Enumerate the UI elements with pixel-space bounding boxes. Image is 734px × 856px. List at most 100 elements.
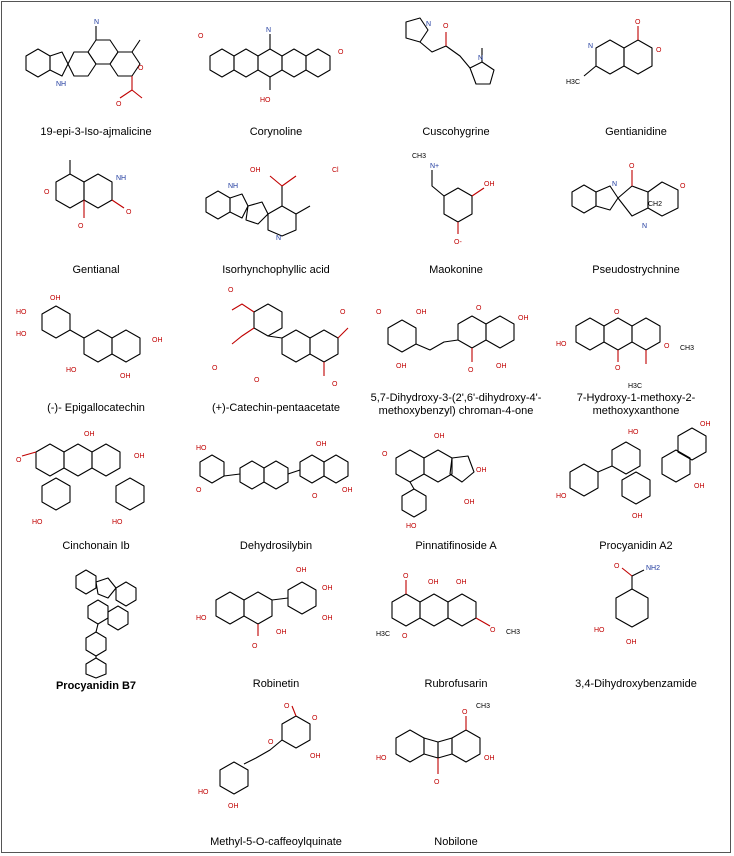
ch3-atom-label: CH3 <box>476 703 490 710</box>
compound-name: Nobilone <box>434 836 478 848</box>
o-atom-label: O <box>252 643 258 650</box>
compound-name: 5,7-Dihydroxy-3-(2',6'-dihydroxy-4'-meth… <box>370 392 542 417</box>
compound-cell: O OH OH O O OH OH 5,7-Dihydroxy-3-(2',6'… <box>366 280 546 417</box>
compound-name: Maokonine <box>429 264 483 276</box>
compound-cell: NH N OH Cl Isorhynchophyllic acid <box>186 142 366 277</box>
compound-name: 19-epi-3-Iso-ajmalicine <box>40 126 152 138</box>
ho-atom-label: HO <box>16 309 27 316</box>
oh-atom-label: OH <box>484 755 495 762</box>
compound-cell: O NH O O Gentianal <box>6 142 186 277</box>
oh-atom-label: OH <box>322 615 333 622</box>
ch3-atom-label: CH3 <box>506 629 520 636</box>
ho-atom-label: HO <box>112 519 123 526</box>
n-atom-label: N <box>478 55 483 62</box>
compound-name: Cinchonain Ib <box>62 540 130 552</box>
h3c-atom-label: H3C <box>628 383 642 390</box>
compound-name: Isorhynchophyllic acid <box>222 264 330 276</box>
oh-atom-label: OH <box>456 579 467 586</box>
oh-atom-label: OH <box>310 753 321 760</box>
compound-name: (-)- Epigallocatechin <box>47 402 145 414</box>
compound-name: Robinetin <box>252 678 300 690</box>
n-atom-label: N <box>266 27 271 34</box>
n-atom-label: N <box>588 43 593 50</box>
compound-name: Procyanidin A2 <box>599 540 673 552</box>
oh-atom-label: OH <box>632 513 643 520</box>
ho-atom-label: HO <box>556 493 567 500</box>
o-atom-label: O <box>44 189 50 196</box>
o-atom-label: O <box>490 627 496 634</box>
cl-atom-label: Cl <box>332 167 339 174</box>
h3c-atom-label: H3C <box>376 631 390 638</box>
compound-cell: O OH OH O H3C O CH3 Rubrofusarin <box>366 556 546 691</box>
compound-cell: N O O H3C Gentianidine <box>546 4 726 139</box>
compound-name: 3,4-Dihydroxybenzamide <box>575 678 697 690</box>
o-atom-label: O <box>78 223 84 230</box>
structure-dehydrosilybin: OH HO O OH O <box>196 441 353 500</box>
oh-atom-label: OH <box>416 309 427 316</box>
structure-epigallocatechin: OH HO HO HO OH OH <box>16 295 163 380</box>
compound-name: Pinnatifinoside A <box>415 540 497 552</box>
oh-atom-label: OH <box>396 363 407 370</box>
compound-name: Pseudostrychnine <box>592 264 680 276</box>
structure-hydroxy-methoxyxanthone: O HO O O CH3 H3C <box>556 309 694 390</box>
structure-robinetin: HO OH OH OH O OH <box>196 567 333 650</box>
ho-atom-label: HO <box>196 445 207 452</box>
structure-pseudostrychnine: N N O O CH2 <box>571 163 686 230</box>
o-atom-label: O <box>629 163 635 170</box>
structure-gentianidine: N O O H3C <box>566 19 662 86</box>
oh-atom-label: OH <box>84 431 95 438</box>
compound-cell: O CH3 HO OH O Nobilone <box>366 698 546 848</box>
structure-nobilone: O CH3 HO OH O <box>376 703 495 786</box>
n-atom-label: N <box>426 21 431 28</box>
structure-pinnatifinoside-a: OH O OH OH HO <box>382 433 487 530</box>
o-atom-label: O <box>268 739 274 746</box>
structure-procyanidin-a2: HO OH HO OH OH <box>556 421 711 520</box>
ho-atom-label: HO <box>198 789 209 796</box>
structure-isorhynchophyllic-acid: NH N OH Cl <box>205 167 339 242</box>
n-atom-label: N <box>612 181 617 188</box>
structure-cuscohygrine: N N O <box>405 17 495 85</box>
ch3-atom-label: CH3 <box>412 153 426 160</box>
compound-cell: N NH O O 19-epi-3-Iso-ajmalicine <box>6 4 186 139</box>
ch2-atom-label: CH2 <box>648 201 662 208</box>
o-atom-label: O <box>443 23 449 30</box>
oh-atom-label: OH <box>484 181 495 188</box>
oh-atom-label: OH <box>50 295 61 302</box>
oh-atom-label: OH <box>434 433 445 440</box>
nh2-atom-label: NH2 <box>646 565 660 572</box>
o-atom-label: O <box>198 33 204 40</box>
o-atom-label: O <box>434 779 440 786</box>
compound-cell: N+ CH3 OH O- Maokonine <box>366 142 546 277</box>
nh-atom-label: NH <box>228 183 238 190</box>
n-atom-label: N <box>642 223 647 230</box>
oh-atom-label: OH <box>476 467 487 474</box>
o-atom-label: O <box>615 365 621 372</box>
ho-atom-label: HO <box>406 523 417 530</box>
o-atom-label: O <box>340 309 346 316</box>
oh-atom-label: OH <box>342 487 353 494</box>
oh-atom-label: OH <box>626 639 637 646</box>
compound-name: Gentianal <box>72 264 120 276</box>
structure-ajmalicine: N NH O O <box>25 19 144 108</box>
o-atom-label: O <box>338 49 344 56</box>
oh-atom-label: OH <box>700 421 711 428</box>
o-atom-label: O <box>16 457 22 464</box>
structure-corynoline: N O O HO <box>198 27 344 104</box>
o-atom-label: O <box>254 377 260 384</box>
compound-name: Corynoline <box>249 126 303 138</box>
oh-atom-label: OH <box>322 585 333 592</box>
o-atom-label: O <box>196 487 202 494</box>
compound-name: Gentianidine <box>605 126 667 138</box>
compound-cell: O HO O O CH3 H3C 7-Hydroxy-1-methoxy-2-m… <box>546 280 726 417</box>
h3c-atom-label: H3C <box>566 79 580 86</box>
compound-cell: OH HO HO HO OH OH (-)- Epigallocatechin <box>6 280 186 415</box>
oh-atom-label: OH <box>134 453 145 460</box>
ho-atom-label: HO <box>594 627 605 634</box>
oh-atom-label: OH <box>152 337 163 344</box>
oh-atom-label: OH <box>518 315 529 322</box>
compound-cell: HO OH HO OH OH Procyanidin A2 <box>546 418 726 553</box>
n-atom-label: N <box>276 235 281 242</box>
compound-cell: OH HO O OH O Dehydrosilybin <box>186 418 366 553</box>
o-atom-label: O <box>680 183 686 190</box>
